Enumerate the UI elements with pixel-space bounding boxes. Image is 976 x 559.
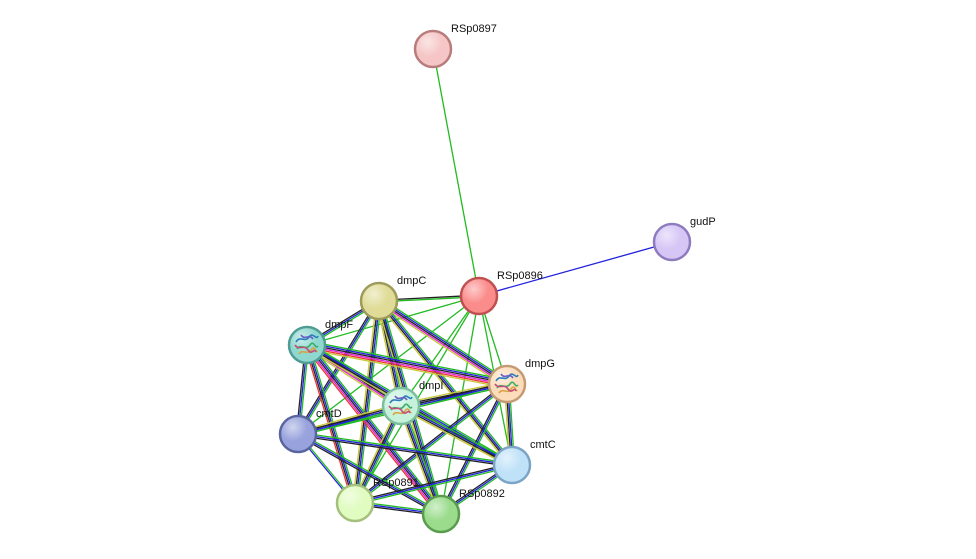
edge-line-black — [306, 343, 508, 384]
structure-strand — [388, 405, 411, 414]
node-label: cmtD — [316, 408, 342, 420]
protein-structure-icon — [388, 395, 413, 416]
edge-line-yellow — [376, 301, 511, 468]
edge-line-black — [296, 434, 441, 517]
edge-line-blue — [379, 299, 509, 384]
edge-cmtC-RSp0891 — [353, 462, 514, 506]
edge-dmpF-dmpG — [305, 340, 509, 389]
edge-line-black — [399, 406, 513, 467]
edge-line-green — [400, 295, 480, 407]
edge-line-blue — [307, 343, 443, 514]
protein-structure-icon — [494, 373, 519, 394]
edge-line-red — [305, 346, 508, 388]
edge-line-blue — [400, 404, 514, 465]
node-highlight — [495, 448, 529, 482]
edge-line-black — [377, 300, 513, 467]
edge-line-green — [402, 404, 444, 514]
node-highlight — [338, 486, 372, 520]
structure-strand — [390, 403, 413, 411]
edge-dmpI-cmtC — [399, 403, 514, 468]
edge-line-green — [298, 431, 443, 514]
node-label: cmtC — [530, 439, 556, 451]
edge-line-blue — [440, 383, 508, 515]
node-highlight — [462, 279, 496, 313]
node-label: gudP — [690, 216, 716, 228]
edge-RSp0896-gudP — [478, 241, 673, 297]
node-dmpI[interactable]: dmpI — [381, 380, 443, 426]
node-highlight — [416, 32, 450, 66]
edge-line-green — [380, 298, 515, 465]
node-label: RSp0891 — [373, 477, 419, 489]
node-dmpG[interactable]: dmpG — [487, 358, 555, 404]
edge-cmtD-cmtC — [297, 431, 513, 468]
node-label: RSp0897 — [451, 23, 497, 35]
edge-line-blue — [297, 433, 513, 466]
node-label: dmpI — [419, 380, 443, 392]
protein-structure-icon — [294, 334, 319, 355]
edge-line-magenta — [377, 301, 507, 386]
structure-strand — [494, 383, 517, 392]
edge-line-green — [354, 465, 514, 506]
node-dmpF[interactable]: dmpF — [287, 319, 353, 365]
structure-strand — [496, 381, 519, 389]
node-label: dmpF — [325, 319, 353, 331]
edge-cmtD-RSp0892 — [296, 431, 443, 517]
node-highlight — [281, 417, 315, 451]
edge-line-green — [380, 297, 510, 382]
edge-line-green — [297, 431, 513, 465]
node-RSp0897[interactable]: RSp0897 — [413, 23, 497, 69]
node-highlight — [655, 225, 689, 259]
edge-line-blue — [306, 341, 509, 383]
edge-RSp0897-RSp0896 — [432, 48, 480, 297]
edge-line-green — [432, 48, 480, 297]
node-RSp0892[interactable]: RSp0892 — [421, 488, 505, 534]
node-dmpC[interactable]: dmpC — [359, 275, 426, 321]
edge-RSp0896-dmpI — [400, 295, 480, 407]
structure-strand — [296, 342, 319, 350]
edge-line-blue — [354, 383, 508, 504]
node-cmtC[interactable]: cmtC — [492, 439, 556, 485]
nodes-layer: RSp0897 gudP RSp0896 dmpC dmpF dmpG dmpI cmtD cm… — [278, 23, 716, 534]
node-RSp0891[interactable]: RSp0891 — [335, 477, 419, 523]
edge-line-black — [353, 462, 513, 503]
node-label: RSp0896 — [497, 270, 543, 282]
edge-line-black — [378, 300, 508, 385]
structure-strand — [394, 395, 408, 401]
node-label: dmpG — [525, 358, 555, 370]
edge-line-green — [308, 342, 445, 513]
structure-strand — [500, 373, 514, 379]
edge-line-blue — [378, 299, 514, 466]
edge-line-green — [401, 403, 514, 464]
node-label: dmpC — [397, 275, 426, 287]
edge-line-black — [297, 434, 513, 468]
edge-line-green — [355, 384, 509, 505]
edge-line-yellow — [398, 406, 440, 516]
edge-line-black — [438, 382, 507, 514]
edge-line-green — [307, 340, 509, 381]
structure-strand — [294, 344, 317, 353]
edge-line-green — [441, 384, 510, 516]
node-cmtD[interactable]: cmtD — [278, 408, 342, 454]
edge-line-blue — [354, 464, 513, 504]
edge-line-blue — [355, 300, 381, 504]
node-RSp0896[interactable]: RSp0896 — [459, 270, 543, 316]
edge-dmpC-dmpG — [376, 297, 510, 388]
edge-line-yellow — [376, 303, 506, 388]
edge-line-blue — [478, 241, 673, 297]
node-highlight — [362, 284, 396, 318]
node-highlight — [424, 497, 458, 531]
edge-line-yellow — [305, 348, 507, 389]
edge-line-blue — [297, 433, 442, 515]
node-label: RSp0892 — [459, 488, 505, 500]
edge-line-yellow — [399, 407, 512, 468]
structure-strand — [300, 334, 314, 340]
node-gudP[interactable]: gudP — [652, 216, 716, 262]
edge-line-magenta — [306, 345, 508, 386]
edge-dmpG-RSp0892 — [438, 382, 510, 516]
edge-dmpC-cmtC — [376, 298, 515, 468]
